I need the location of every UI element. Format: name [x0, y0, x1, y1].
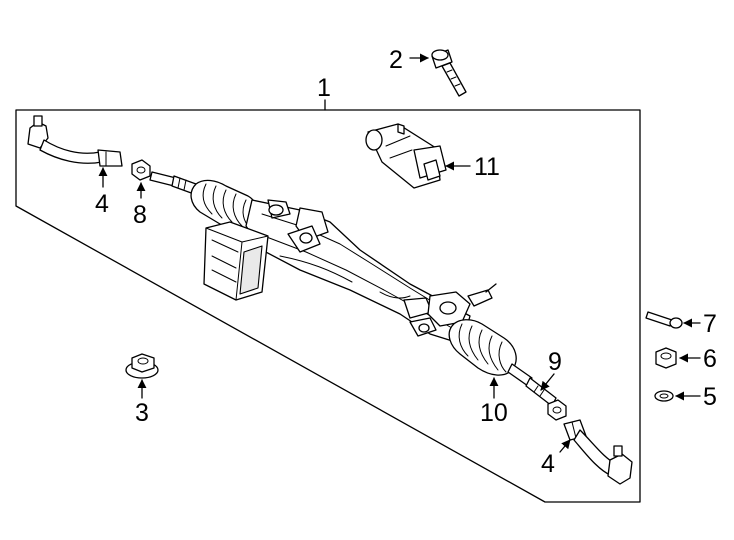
nut-left-part: [131, 159, 151, 181]
callout-4-right-label: 4: [541, 450, 555, 478]
callout-8-label: 8: [133, 201, 147, 229]
tie-rod-end-left-part: [27, 115, 123, 167]
tie-rod-end-right-part: [563, 419, 633, 485]
callout-5-label: 5: [703, 383, 717, 411]
motor-sensor-part: [365, 123, 447, 189]
callout-11-label: 11: [474, 153, 500, 181]
bolt-part: [431, 49, 467, 97]
control-module: [203, 221, 269, 301]
assembly-outline: [15, 109, 641, 503]
callout-3-label: 3: [135, 399, 149, 427]
callout-9-label: 9: [548, 348, 562, 376]
left-boot: [190, 179, 260, 230]
flange-nut-part: [125, 353, 159, 379]
pin-bolt-part: [645, 311, 683, 329]
callout-10-label: 10: [480, 399, 508, 427]
callout-7-label: 7: [703, 310, 717, 338]
nut-right-part: [547, 399, 567, 421]
inner-tie-rod-right-part: [507, 363, 557, 407]
callout-9-arrow: [540, 373, 555, 391]
callout-2-label: 2: [389, 46, 403, 74]
callout-4-left-label: 4: [95, 190, 109, 218]
callout-6-label: 6: [703, 345, 717, 373]
washer-part: [654, 390, 674, 402]
callout-1-label: 1: [317, 74, 331, 102]
callout-4-right-arrow: [559, 439, 571, 453]
inner-tie-rod-left: [149, 171, 197, 195]
hex-nut-part: [655, 347, 677, 369]
right-boot: [448, 319, 517, 376]
